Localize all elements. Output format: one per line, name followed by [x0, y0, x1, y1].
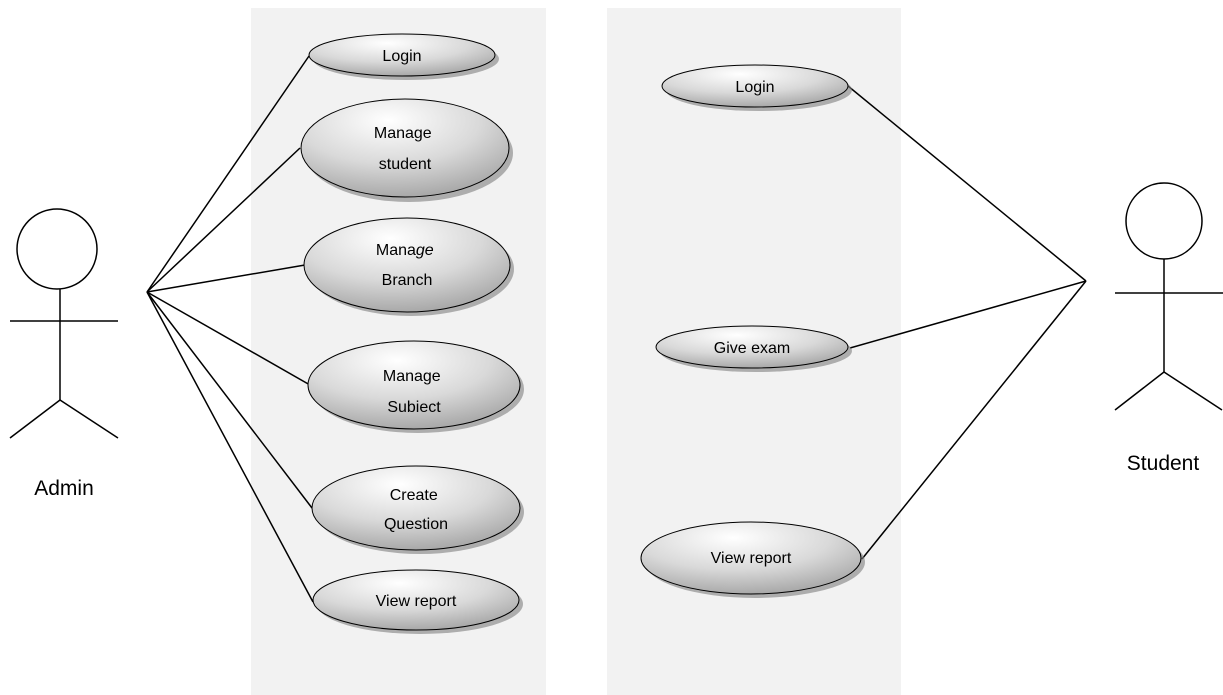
- usecase-student-give-exam-label: Give exam: [714, 340, 790, 357]
- assoc-admin-manage-subject: [146, 291, 311, 386]
- usecase-student-give-exam[interactable]: Give exam: [655, 325, 852, 372]
- usecase-student-view-report-label: View report: [711, 550, 792, 567]
- usecase-admin-login-label: Login: [382, 48, 421, 65]
- assoc-admin-view-report: [146, 291, 314, 603]
- usecase-admin-create-question[interactable]: Create Question: [311, 465, 524, 554]
- admin-use-cases: Login Manage student Manage Branch Manag…: [300, 33, 524, 634]
- usecase-admin-view-report-label: View report: [376, 593, 457, 610]
- assoc-admin-create-question: [146, 291, 313, 509]
- usecase-admin-manage-subject-label: Manage Subiect: [383, 368, 445, 416]
- admin-right-leg: [59, 399, 119, 439]
- usecase-admin-manage-branch-label: Manage Branch: [376, 242, 438, 289]
- student-associations: [847, 85, 1087, 560]
- usecase-admin-manage-subject[interactable]: Manage Subiect: [307, 340, 524, 433]
- student-actor: [1114, 182, 1223, 411]
- admin-head: [16, 208, 98, 290]
- admin-associations: [146, 55, 314, 603]
- usecase-student-login[interactable]: Login: [661, 64, 852, 111]
- admin-actor: [9, 208, 119, 439]
- assoc-student-view-report: [861, 280, 1087, 560]
- usecase-admin-manage-student[interactable]: Manage student: [300, 98, 513, 202]
- student-use-cases: Login Give exam View report: [640, 64, 865, 598]
- usecase-admin-login[interactable]: Login: [308, 33, 499, 80]
- admin-label: Admin: [34, 477, 94, 500]
- usecase-admin-manage-student-label: Manage student: [374, 125, 436, 173]
- student-left-leg: [1114, 371, 1165, 411]
- usecase-student-login-label: Login: [735, 79, 774, 96]
- usecase-admin-create-question-label: Create Question: [384, 487, 448, 533]
- usecase-student-view-report[interactable]: View report: [640, 521, 865, 598]
- student-label: Student: [1127, 452, 1200, 475]
- usecase-admin-view-report[interactable]: View report: [312, 569, 523, 634]
- assoc-student-login: [847, 85, 1087, 282]
- assoc-admin-login: [146, 55, 310, 293]
- student-head: [1125, 182, 1203, 260]
- assoc-student-give-exam: [849, 280, 1087, 349]
- student-right-leg: [1163, 371, 1223, 411]
- usecase-admin-manage-branch[interactable]: Manage Branch: [303, 217, 514, 316]
- assoc-admin-manage-student: [146, 147, 301, 293]
- admin-left-leg: [9, 399, 61, 439]
- assoc-admin-manage-branch: [146, 264, 306, 293]
